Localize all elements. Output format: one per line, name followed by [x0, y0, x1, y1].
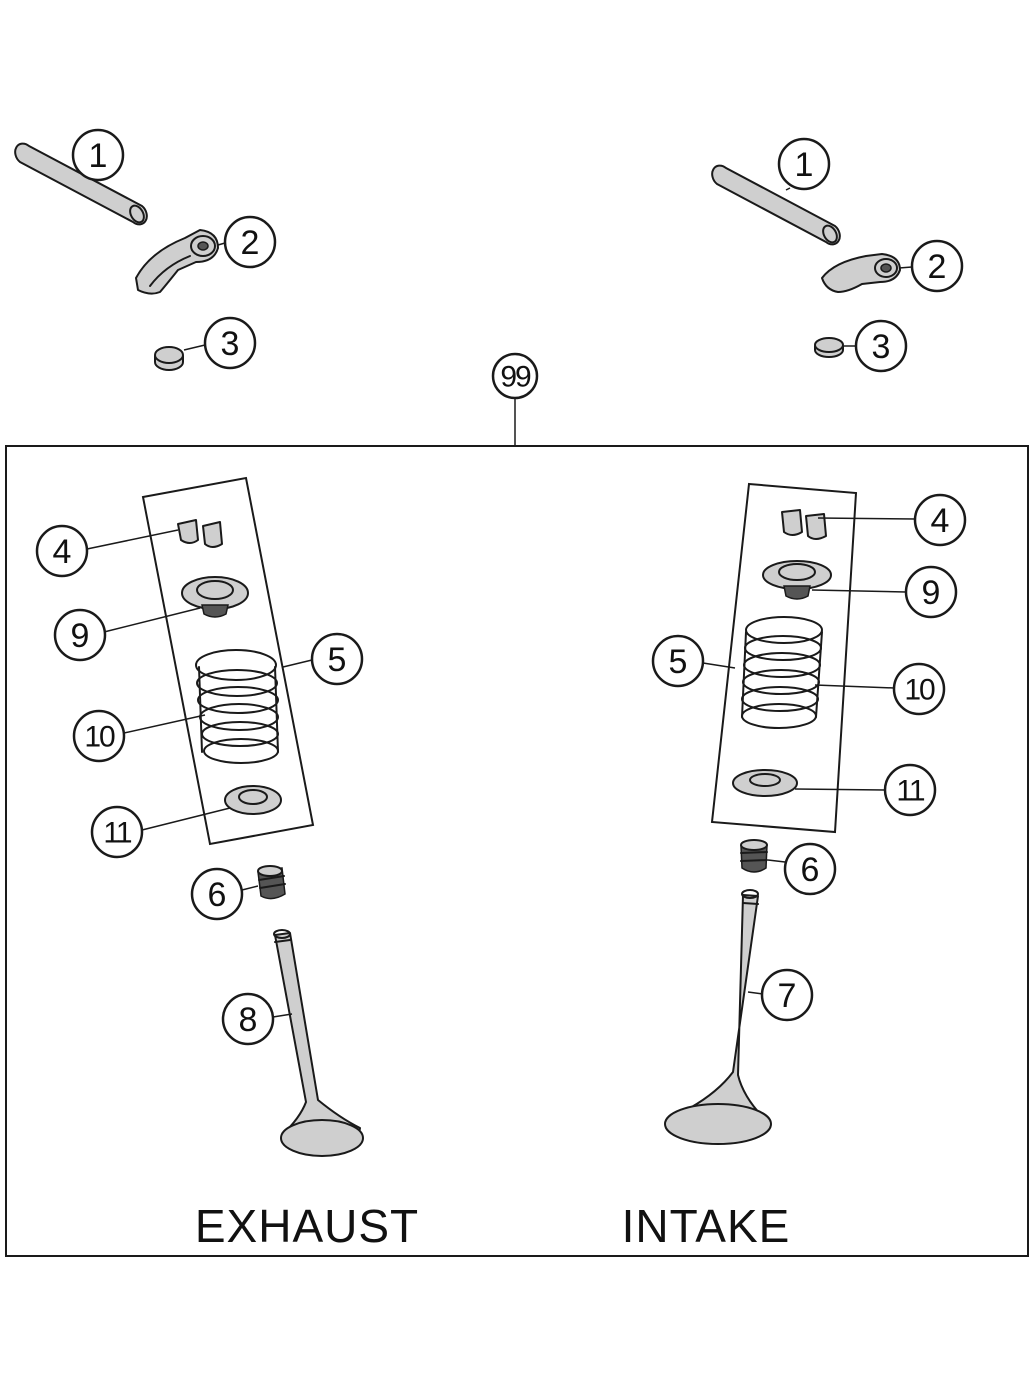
exhaust-callout-6[interactable]: 6	[190, 867, 244, 921]
svg-text:5: 5	[328, 641, 347, 679]
exhaust-spring-seat	[224, 785, 282, 815]
svg-text:2: 2	[241, 224, 260, 262]
svg-text:9: 9	[922, 574, 941, 612]
exhaust-valve	[273, 929, 364, 1157]
exhaust-valve-collets	[177, 519, 223, 548]
intake-valve-collets	[781, 509, 827, 540]
intake-spring-seat	[732, 769, 798, 797]
exhaust-spring-retainer	[181, 576, 249, 618]
intake-callout-9[interactable]: 9	[904, 565, 958, 619]
svg-text:4: 4	[931, 502, 950, 540]
intake-rocker-arm	[821, 253, 901, 293]
exhaust-callout-10[interactable]: 10	[72, 709, 126, 763]
svg-text:99: 99	[500, 361, 531, 394]
exhaust-callout-4[interactable]: 4	[35, 524, 89, 578]
exhaust-callout-5[interactable]: 5	[310, 632, 364, 686]
exhaust-callout-11[interactable]: 11	[90, 805, 144, 859]
intake-callout-10[interactable]: 10	[892, 662, 946, 716]
svg-text:5: 5	[669, 643, 688, 681]
exhaust-callout-8[interactable]: 8	[221, 992, 275, 1046]
svg-text:11: 11	[103, 817, 131, 850]
exhaust-callout-2[interactable]: 2	[223, 215, 277, 269]
svg-text:4: 4	[53, 533, 72, 571]
svg-text:6: 6	[208, 876, 227, 914]
exhaust-valve-cap	[154, 346, 184, 371]
intake-spring-retainer	[762, 560, 832, 600]
assembly-frame	[5, 445, 1029, 1257]
svg-text:1: 1	[795, 146, 814, 184]
svg-text:1: 1	[89, 137, 108, 175]
svg-text:2: 2	[928, 248, 947, 286]
intake-valve-cap	[814, 337, 844, 358]
intake-callout-3[interactable]: 3	[854, 319, 908, 373]
callout-99[interactable]: 99	[491, 352, 539, 400]
svg-text:8: 8	[239, 1001, 258, 1039]
svg-text:9: 9	[71, 617, 90, 655]
svg-text:3: 3	[872, 328, 891, 366]
intake-section-label: INTAKE	[622, 1200, 791, 1252]
svg-text:3: 3	[221, 325, 240, 363]
intake-callout-4[interactable]: 4	[913, 493, 967, 547]
exhaust-rocker-arm	[135, 229, 219, 295]
svg-text:7: 7	[778, 977, 797, 1015]
svg-text:10: 10	[904, 674, 935, 707]
intake-valve-stem-seal	[740, 839, 768, 873]
exhaust-valve-spring	[195, 649, 279, 764]
exhaust-valve-stem-seal	[257, 865, 286, 900]
intake-callout-6[interactable]: 6	[783, 842, 837, 896]
intake-callout-5[interactable]: 5	[651, 634, 705, 688]
svg-text:6: 6	[801, 851, 820, 889]
intake-callout-7[interactable]: 7	[760, 968, 814, 1022]
exhaust-callout-3[interactable]: 3	[203, 316, 257, 370]
svg-text:11: 11	[896, 775, 924, 808]
intake-rocker-shaft	[711, 164, 841, 246]
intake-callout-2[interactable]: 2	[910, 239, 964, 293]
exhaust-section-label: EXHAUST	[195, 1200, 419, 1252]
exhaust-callout-1[interactable]: 1	[71, 128, 125, 182]
intake-valve	[664, 889, 772, 1145]
intake-valve-spring	[741, 616, 823, 729]
intake-callout-11[interactable]: 11	[883, 763, 937, 817]
exhaust-spring-kit-frame	[141, 476, 315, 846]
intake-spring-kit-frame	[710, 482, 858, 834]
exhaust-callout-9[interactable]: 9	[53, 608, 107, 662]
intake-callout-1[interactable]: 1	[777, 137, 831, 191]
svg-text:10: 10	[84, 721, 115, 754]
exhaust-rocker-shaft	[14, 142, 148, 226]
